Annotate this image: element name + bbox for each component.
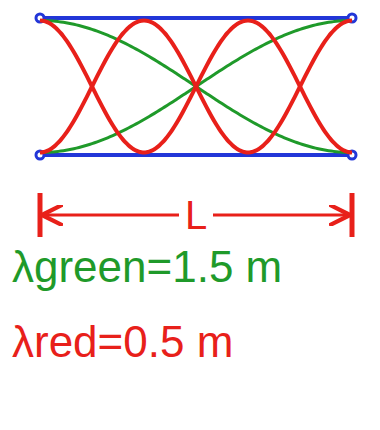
pipe-wall: [40, 16, 352, 20]
pipe-wall: [40, 153, 352, 157]
wavelength-label: λgreen=1.5 m: [12, 245, 282, 289]
dimension-label: L: [179, 195, 213, 235]
red-wave: [40, 21, 352, 153]
dimension-bar: [350, 193, 355, 237]
red-wave: [40, 21, 352, 153]
wavelength-label: λred=0.5 m: [12, 320, 233, 364]
green-wave: [40, 21, 352, 153]
dimension-bar: [38, 193, 43, 237]
green-wave: [40, 21, 352, 153]
